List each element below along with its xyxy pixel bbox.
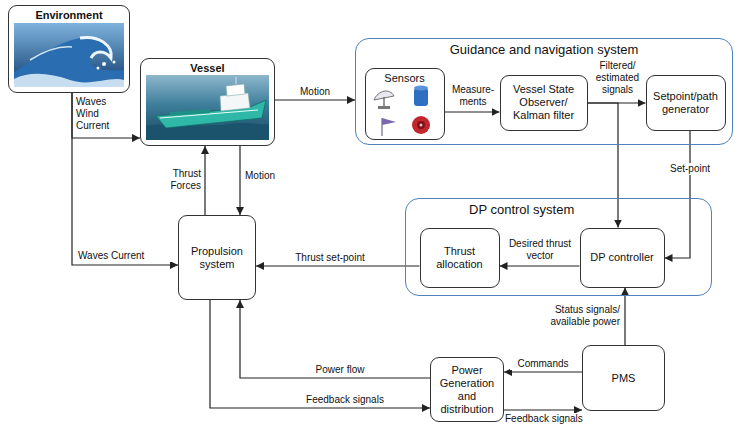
- signal-arrow: [588, 103, 619, 228]
- signal-label: Filtered/ estimated signals: [591, 60, 644, 96]
- signal-label: Motion: [290, 86, 340, 98]
- box-label: DP controller: [590, 251, 653, 264]
- box-label: Environment: [35, 9, 102, 22]
- block-box: Setpoint/path generator: [646, 75, 726, 131]
- signal-label: Status signals/ available power: [538, 304, 620, 328]
- signal-label: Measure- ments: [449, 84, 497, 108]
- block-box: Vessel State Observer/ Kalman filter: [500, 75, 588, 131]
- signal-arrow: [240, 300, 430, 378]
- box-label: Sensors: [384, 72, 424, 85]
- block-box: Propulsion system: [178, 215, 256, 300]
- block-box: Thrust allocation: [420, 228, 500, 288]
- signal-label: Commands: [510, 358, 576, 370]
- signal-arrow: [445, 111, 500, 112]
- box-label: Vessel State Observer/ Kalman filter: [506, 83, 582, 122]
- box-label: Setpoint/path generator: [652, 90, 720, 116]
- block-box: Environment: [8, 5, 130, 93]
- signal-arrow: [210, 300, 430, 408]
- system-group: Guidance and navigation systemSensorsVes…: [355, 38, 733, 145]
- block-box: PMS: [582, 345, 665, 411]
- signal-label: Thrust set-point: [270, 252, 390, 264]
- group-heading: Guidance and navigation system: [450, 42, 639, 57]
- block-box: DP controller: [580, 228, 665, 288]
- block-box: Vessel: [140, 58, 275, 146]
- signal-arrow: [624, 288, 625, 346]
- signal-arrow: [204, 146, 205, 215]
- signal-label: Desired thrust vector: [503, 238, 577, 262]
- signal-label: Motion: [245, 170, 285, 182]
- environment-picture: [14, 23, 124, 87]
- sensor-icons: [374, 86, 430, 137]
- signal-arrow: [504, 409, 582, 410]
- signal-label: Waves Current: [78, 250, 173, 262]
- signal-label: Thrust Forces: [158, 168, 201, 192]
- signal-arrow: [256, 265, 420, 266]
- box-label: Thrust allocation: [426, 245, 494, 271]
- signal-arrow: [500, 265, 580, 266]
- signal-arrow: [72, 93, 140, 138]
- signal-label: Power flow: [300, 364, 380, 376]
- signal-arrow: [665, 131, 691, 259]
- box-label: PMS: [612, 372, 636, 385]
- signal-label: Feedback signals: [505, 413, 581, 425]
- box-label: Vessel: [190, 62, 224, 75]
- signal-arrow: [504, 371, 582, 372]
- block-box: Power Generation and distribution: [430, 357, 504, 422]
- signal-label: Feedback signals: [290, 394, 400, 406]
- block-box: Sensors: [365, 68, 445, 140]
- box-label: Propulsion system: [184, 245, 250, 271]
- signal-arrow: [275, 99, 355, 100]
- box-label: Power Generation and distribution: [436, 364, 498, 416]
- vessel-picture: [146, 75, 269, 140]
- signal-label: Waves Wind Current: [76, 96, 128, 132]
- group-heading: DP control system: [469, 202, 574, 217]
- signal-arrow: [239, 146, 240, 215]
- signal-label: Set-point: [666, 163, 714, 175]
